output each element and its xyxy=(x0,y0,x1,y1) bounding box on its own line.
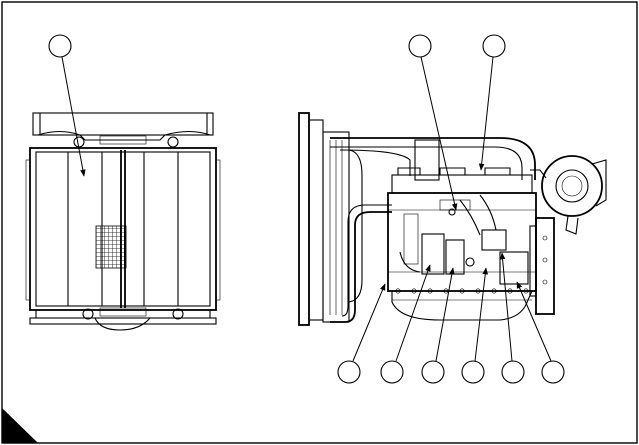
callout-marker xyxy=(482,34,506,58)
callout-marker xyxy=(48,34,72,58)
callouts xyxy=(48,34,565,384)
callout-marker xyxy=(461,360,485,384)
callout-marker xyxy=(337,360,361,384)
callout-marker xyxy=(541,360,565,384)
corner-mark xyxy=(2,408,38,443)
callout-marker xyxy=(408,34,432,58)
callout-marker xyxy=(501,360,525,384)
callout-marker xyxy=(380,360,404,384)
radiator-front-view xyxy=(25,112,221,331)
engine-side-view xyxy=(298,112,607,326)
callout-marker xyxy=(421,360,445,384)
